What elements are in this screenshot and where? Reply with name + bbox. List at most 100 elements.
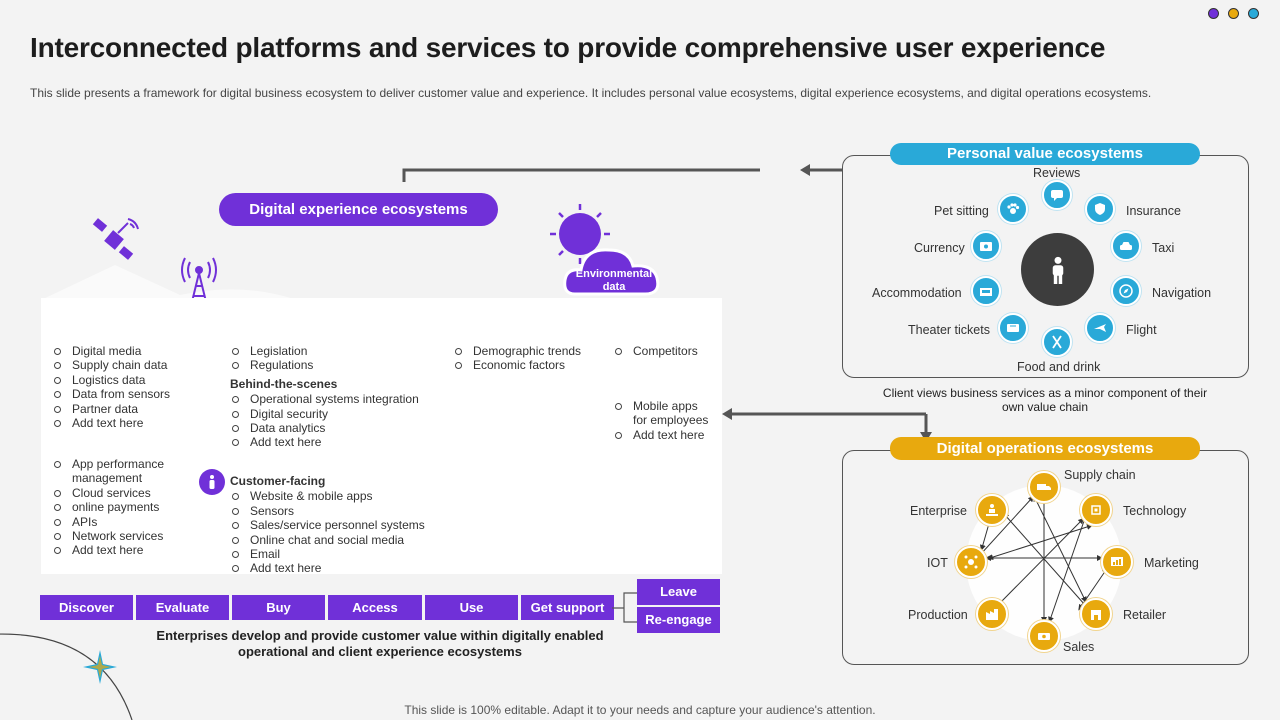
navigation-icon [1111,276,1141,306]
list-col2c: Customer-facing Website & mobile apps Se… [230,474,425,576]
accommodation-icon [971,276,1001,306]
list-item: Cloud services [52,486,212,500]
step-use[interactable]: Use [425,595,518,620]
customer-facing-heading: Customer-facing [230,474,326,488]
technology-label: Technology [1123,504,1187,518]
operations-network [966,485,1122,641]
branch-connector [612,592,638,623]
footer-note: This slide is 100% editable. Adapt it to… [404,703,876,717]
theater-tickets-icon [998,313,1028,343]
list-item: APIs [52,515,212,529]
marketing-icon [1101,546,1133,578]
navigation-label: Navigation [1152,286,1212,300]
personal-value-caption: Client views business services as a mino… [882,386,1208,414]
sales-icon [1028,620,1060,652]
retailer-label: Retailer [1123,608,1167,622]
list-item: Email [230,547,425,561]
page-title: Interconnected platforms and services to… [30,32,1106,63]
currency-label: Currency [914,241,965,255]
connector-arrows [722,164,932,442]
production-label: Production [908,608,968,622]
list-item: Data from sensors [52,387,170,401]
list-item: Network services [52,529,212,543]
decor-dot-blue [1248,8,1259,19]
step-re-engage[interactable]: Re-engage [637,607,720,633]
list-col1a: Digital media Supply chain data Logistic… [52,344,170,430]
taxi-label: Taxi [1152,241,1175,255]
list-col4a: Competitors [613,344,698,358]
decor-dot-purple [1208,8,1219,19]
list-item: Online chat and social media [230,533,425,547]
list-item: Digital security [230,407,419,421]
list-item: Competitors [613,344,698,358]
step-buy[interactable]: Buy [232,595,325,620]
enterprise-icon [976,494,1008,526]
step-evaluate[interactable]: Evaluate [136,595,229,620]
step-get-support[interactable]: Get support [521,595,614,620]
insurance-label: Insurance [1126,204,1181,218]
behind-the-scenes-heading: Behind-the-scenes [230,376,338,391]
list-item: online payments [52,500,212,514]
list-item: Add text here [230,435,419,449]
currency-icon [971,231,1001,261]
insurance-icon [1085,194,1115,224]
digital-experience-caption: Enterprises develop and provide customer… [156,628,604,659]
journey-steps: Discover Evaluate Buy Access Use Get sup… [40,595,614,620]
decor-dot-gold [1228,8,1239,19]
page-subtitle: This slide presents a framework for digi… [30,86,1152,100]
list-col2: Legislation Regulations Behind-the-scene… [230,344,419,450]
food-drink-label: Food and drink [1017,360,1101,374]
accommodation-label: Accommodation [872,286,962,300]
food-drink-icon [1042,327,1072,357]
step-discover[interactable]: Discover [40,595,133,620]
pet-sitting-icon [998,194,1028,224]
personal-value-pill: Personal value ecosystems [890,143,1200,165]
list-item: Regulations [230,358,419,372]
step-leave[interactable]: Leave [637,579,720,605]
list-item: Add text here [613,428,713,442]
technology-icon [1080,494,1112,526]
list-col4b: Mobile apps for employees Add text here [613,399,713,442]
list-item: Sensors [230,504,425,518]
step-access[interactable]: Access [328,595,422,620]
taxi-icon [1111,231,1141,261]
marketing-label: Marketing [1144,556,1199,570]
production-icon [976,598,1008,630]
list-col3: Demographic trends Economic factors [453,344,581,373]
list-item: Logistics data [52,373,170,387]
list-item: Data analytics [230,421,419,435]
digital-experience-box [41,298,722,574]
theater-tickets-label: Theater tickets [908,323,990,337]
list-item: Digital media [52,344,170,358]
reviews-label: Reviews [1033,166,1081,180]
flight-label: Flight [1126,323,1157,337]
environmental-data-label: Environmental data [575,268,653,293]
sparkle-icon [83,650,117,684]
reviews-icon [1042,180,1072,210]
enterprise-label: Enterprise [910,504,967,518]
list-item: Supply chain data [52,358,170,372]
supply-chain-icon [1028,471,1060,503]
digital-experience-pill: Digital experience ecosystems [219,193,498,226]
iot-label: IOT [927,556,948,570]
list-item: Demographic trends [453,344,581,358]
iot-icon [955,546,987,578]
list-item: Add text here [52,543,212,557]
list-item: Legislation [230,344,419,358]
list-item: App performance management [52,457,192,486]
digital-operations-pill: Digital operations ecosystems [890,437,1200,460]
sun-cloud-icon [550,204,660,296]
list-item: Operational systems integration [230,392,419,406]
list-col1b: App performance management Cloud service… [52,457,212,558]
list-item: Mobile apps for employees [613,399,713,428]
satellite-icon [92,218,139,260]
retailer-icon [1080,598,1112,630]
list-item: Economic factors [453,358,581,372]
list-item: Add text here [52,416,170,430]
sales-label: Sales [1063,640,1095,654]
list-item: Add text here [230,561,425,575]
pet-sitting-label: Pet sitting [934,204,989,218]
list-item: Partner data [52,402,170,416]
tower-icon [181,257,217,311]
supply-chain-label: Supply chain [1064,468,1136,482]
